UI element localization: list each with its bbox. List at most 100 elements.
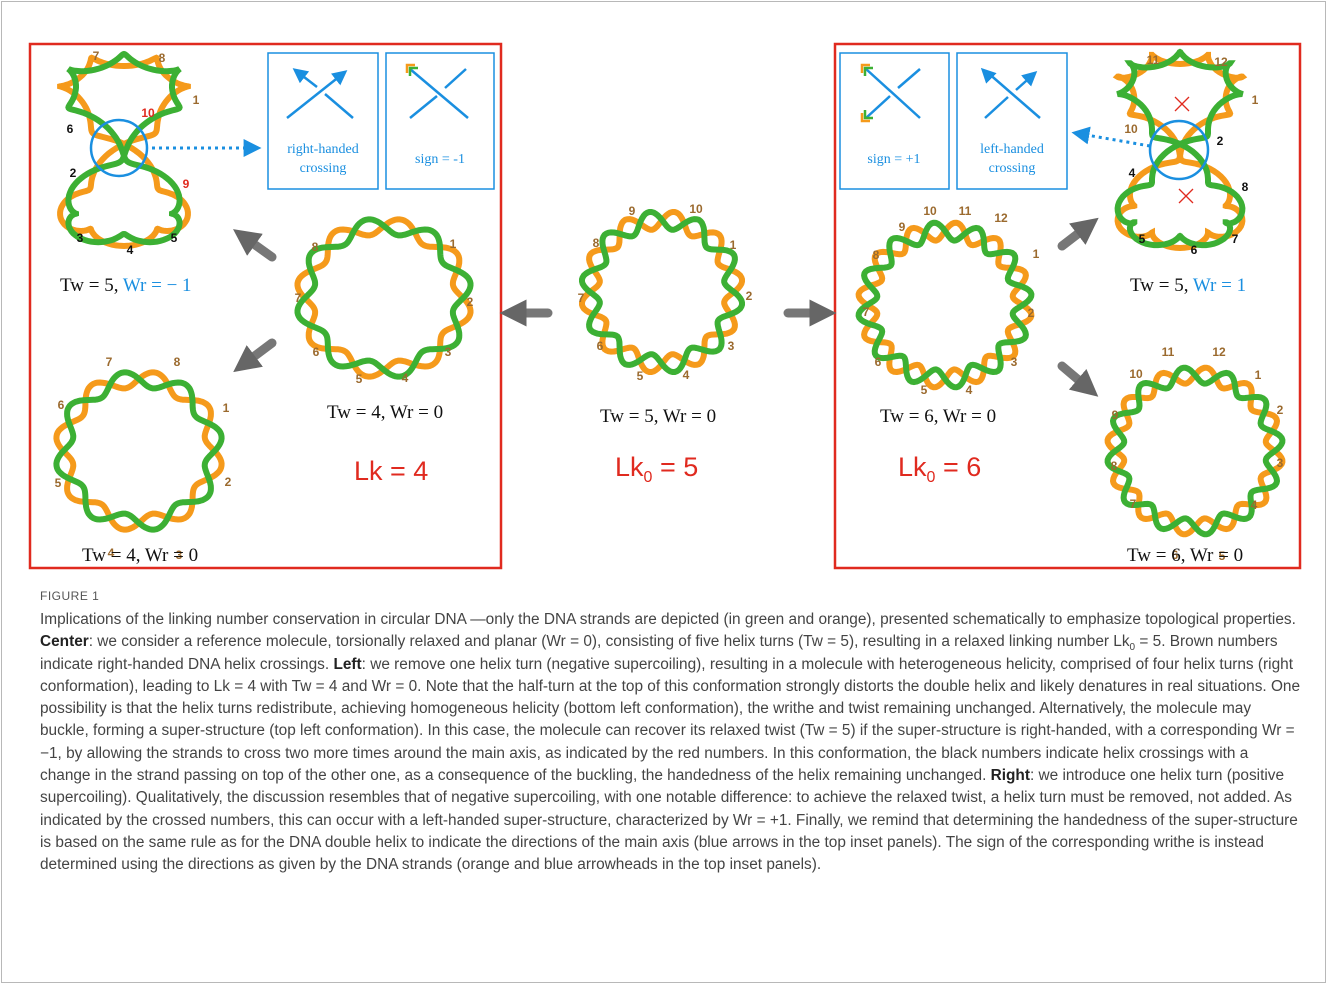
label-right-bottom: Tw = 6, Wr = 0: [1127, 545, 1243, 566]
caption-p1: Implications of the linking number conse…: [40, 611, 1296, 628]
helix-crossing-number: 4: [966, 383, 973, 397]
orange-strand: [57, 54, 191, 250]
helix-crossing-number: 4: [1251, 498, 1258, 512]
label-center: Tw = 5, Wr = 0: [600, 406, 716, 427]
caption-p4: : we remove one helix turn (negative sup…: [40, 655, 1301, 785]
green-strand: [1114, 48, 1246, 249]
figure-label: FIGURE 1: [40, 589, 100, 603]
helix-crossing-number: 7: [1130, 497, 1137, 511]
helix-crossing-number: 6: [1191, 243, 1198, 257]
helix-crossing-number: 12: [1212, 345, 1226, 359]
green-strand: [855, 219, 1035, 391]
dna-ring-center: [579, 209, 745, 375]
helix-crossing-number: 12: [994, 211, 1008, 225]
inset-right-handed-crossing: right-handed crossing: [267, 52, 379, 190]
helix-crossing-number: 9: [1112, 408, 1119, 422]
green-strand: [579, 209, 745, 375]
inset-sign-plus-label: sign = +1: [867, 152, 920, 167]
lk-right: Lk0 = 6: [898, 452, 981, 486]
helix-crossing-number: 7: [295, 291, 302, 305]
label-left-bottom: Tw = 4, Wr = 0: [82, 545, 198, 566]
helix-crossing-number: 9: [183, 177, 190, 191]
figure-caption: Implications of the linking number conse…: [40, 609, 1302, 877]
helix-crossing-number: 11: [959, 204, 972, 218]
helix-crossing-number: 6: [67, 122, 74, 136]
helix-crossing-number: 12: [1214, 55, 1228, 69]
helix-crossing-number: 5: [356, 372, 363, 386]
helix-crossing-number: 8: [174, 355, 181, 369]
right-dotted-arrow: [1071, 126, 1151, 148]
label-left-buckled: Tw = 5, Wr = − 1: [60, 275, 192, 296]
helix-crossing-number: 2: [467, 295, 474, 309]
dna-ring-left-bottom: [53, 369, 225, 533]
figure-1-illustration: right-handed crossing sign = -1 sign = +…: [28, 42, 1302, 570]
helix-crossing-number: 2: [225, 475, 232, 489]
lk-left: Lk = 4: [354, 456, 428, 486]
helix-crossing-number: 11: [1162, 345, 1175, 359]
helix-crossing-number: 4: [127, 243, 134, 257]
helix-crossing-number: 1: [730, 238, 737, 252]
helix-crossing-number: 6: [313, 345, 320, 359]
helix-crossing-number: 8: [873, 248, 880, 262]
helix-crossing-number: 3: [728, 339, 735, 353]
helix-crossing-number: 1: [450, 237, 457, 251]
helix-crossing-number: 5: [1139, 232, 1146, 246]
helix-crossing-number: 10: [141, 106, 155, 120]
dna-ring-right-left: [855, 219, 1035, 391]
helix-crossing-number: 7: [106, 355, 113, 369]
orange-strand: [1112, 51, 1248, 252]
orange-strand: [53, 369, 225, 533]
helix-crossing-number: 4: [108, 546, 115, 560]
helix-crossing-number: 9: [629, 204, 636, 218]
dna-supercoil-right: [1112, 48, 1248, 252]
helix-crossing-number: 2: [746, 289, 753, 303]
helix-crossing-number: 10: [1129, 367, 1143, 381]
inset-left-handed-crossing: left-handed crossing: [956, 52, 1068, 190]
label-left-right: Tw = 4, Wr = 0: [327, 402, 443, 423]
helix-crossing-number: 11: [1147, 53, 1160, 67]
helix-crossing-number: 3: [1277, 456, 1284, 470]
helix-crossing-number: 1: [1255, 368, 1262, 382]
inset-sign-minus: sign = -1: [385, 52, 495, 190]
helix-crossing-number: 8: [593, 236, 600, 250]
helix-crossing-number: 6: [875, 355, 882, 369]
lk-center: Lk0 = 5: [615, 452, 698, 486]
helix-crossing-number: 8: [1242, 180, 1249, 194]
helix-crossing-number: 3: [176, 548, 183, 562]
helix-crossing-number: 6: [58, 398, 65, 412]
helix-crossing-number: 9: [899, 220, 906, 234]
caption-left-label: Left: [333, 655, 362, 673]
helix-crossing-number: 5: [637, 369, 644, 383]
helix-crossing-number: 8: [312, 240, 319, 254]
helix-crossing-number: 10: [689, 202, 703, 216]
label-right-left: Tw = 6, Wr = 0: [880, 406, 996, 427]
inset-right-handed-label-1: right-handed: [287, 142, 359, 157]
helix-crossing-number: 3: [445, 345, 452, 359]
helix-crossing-number: 5: [921, 383, 928, 397]
inset-sign-minus-label: sign = -1: [415, 152, 465, 167]
helix-crossing-number: 6: [597, 339, 604, 353]
helix-crossing-number: 1: [223, 401, 230, 415]
caption-sub: 0: [1129, 642, 1136, 654]
helix-crossing-number: 6: [1172, 548, 1179, 562]
dna-ring-left-right: [294, 216, 474, 380]
green-strand: [1104, 364, 1286, 538]
green-strand: [53, 369, 225, 533]
helix-crossing-number: 5: [55, 476, 62, 490]
dna-supercoil-left: [57, 50, 191, 250]
crossed-number-mark: [1174, 96, 1190, 112]
helix-crossing-number: 5: [171, 231, 178, 245]
helix-crossing-number: 1: [193, 93, 200, 107]
caption-p3: = 5. Brown numbers indicate right-handed…: [40, 633, 1278, 673]
inset-left-handed-label-2: crossing: [989, 161, 1036, 176]
caption-center-label: Center: [40, 633, 89, 651]
helix-crossing-number: 2: [1277, 403, 1284, 417]
helix-crossing-number: 7: [863, 305, 870, 319]
caption-right-label: Right: [990, 767, 1030, 785]
right-crossing-circle: [1148, 119, 1210, 181]
helix-crossing-number: 5: [1219, 549, 1226, 563]
crossed-number-mark: [1178, 188, 1194, 204]
left-crossing-circle: [89, 118, 149, 178]
helix-crossing-number: 4: [1129, 166, 1136, 180]
